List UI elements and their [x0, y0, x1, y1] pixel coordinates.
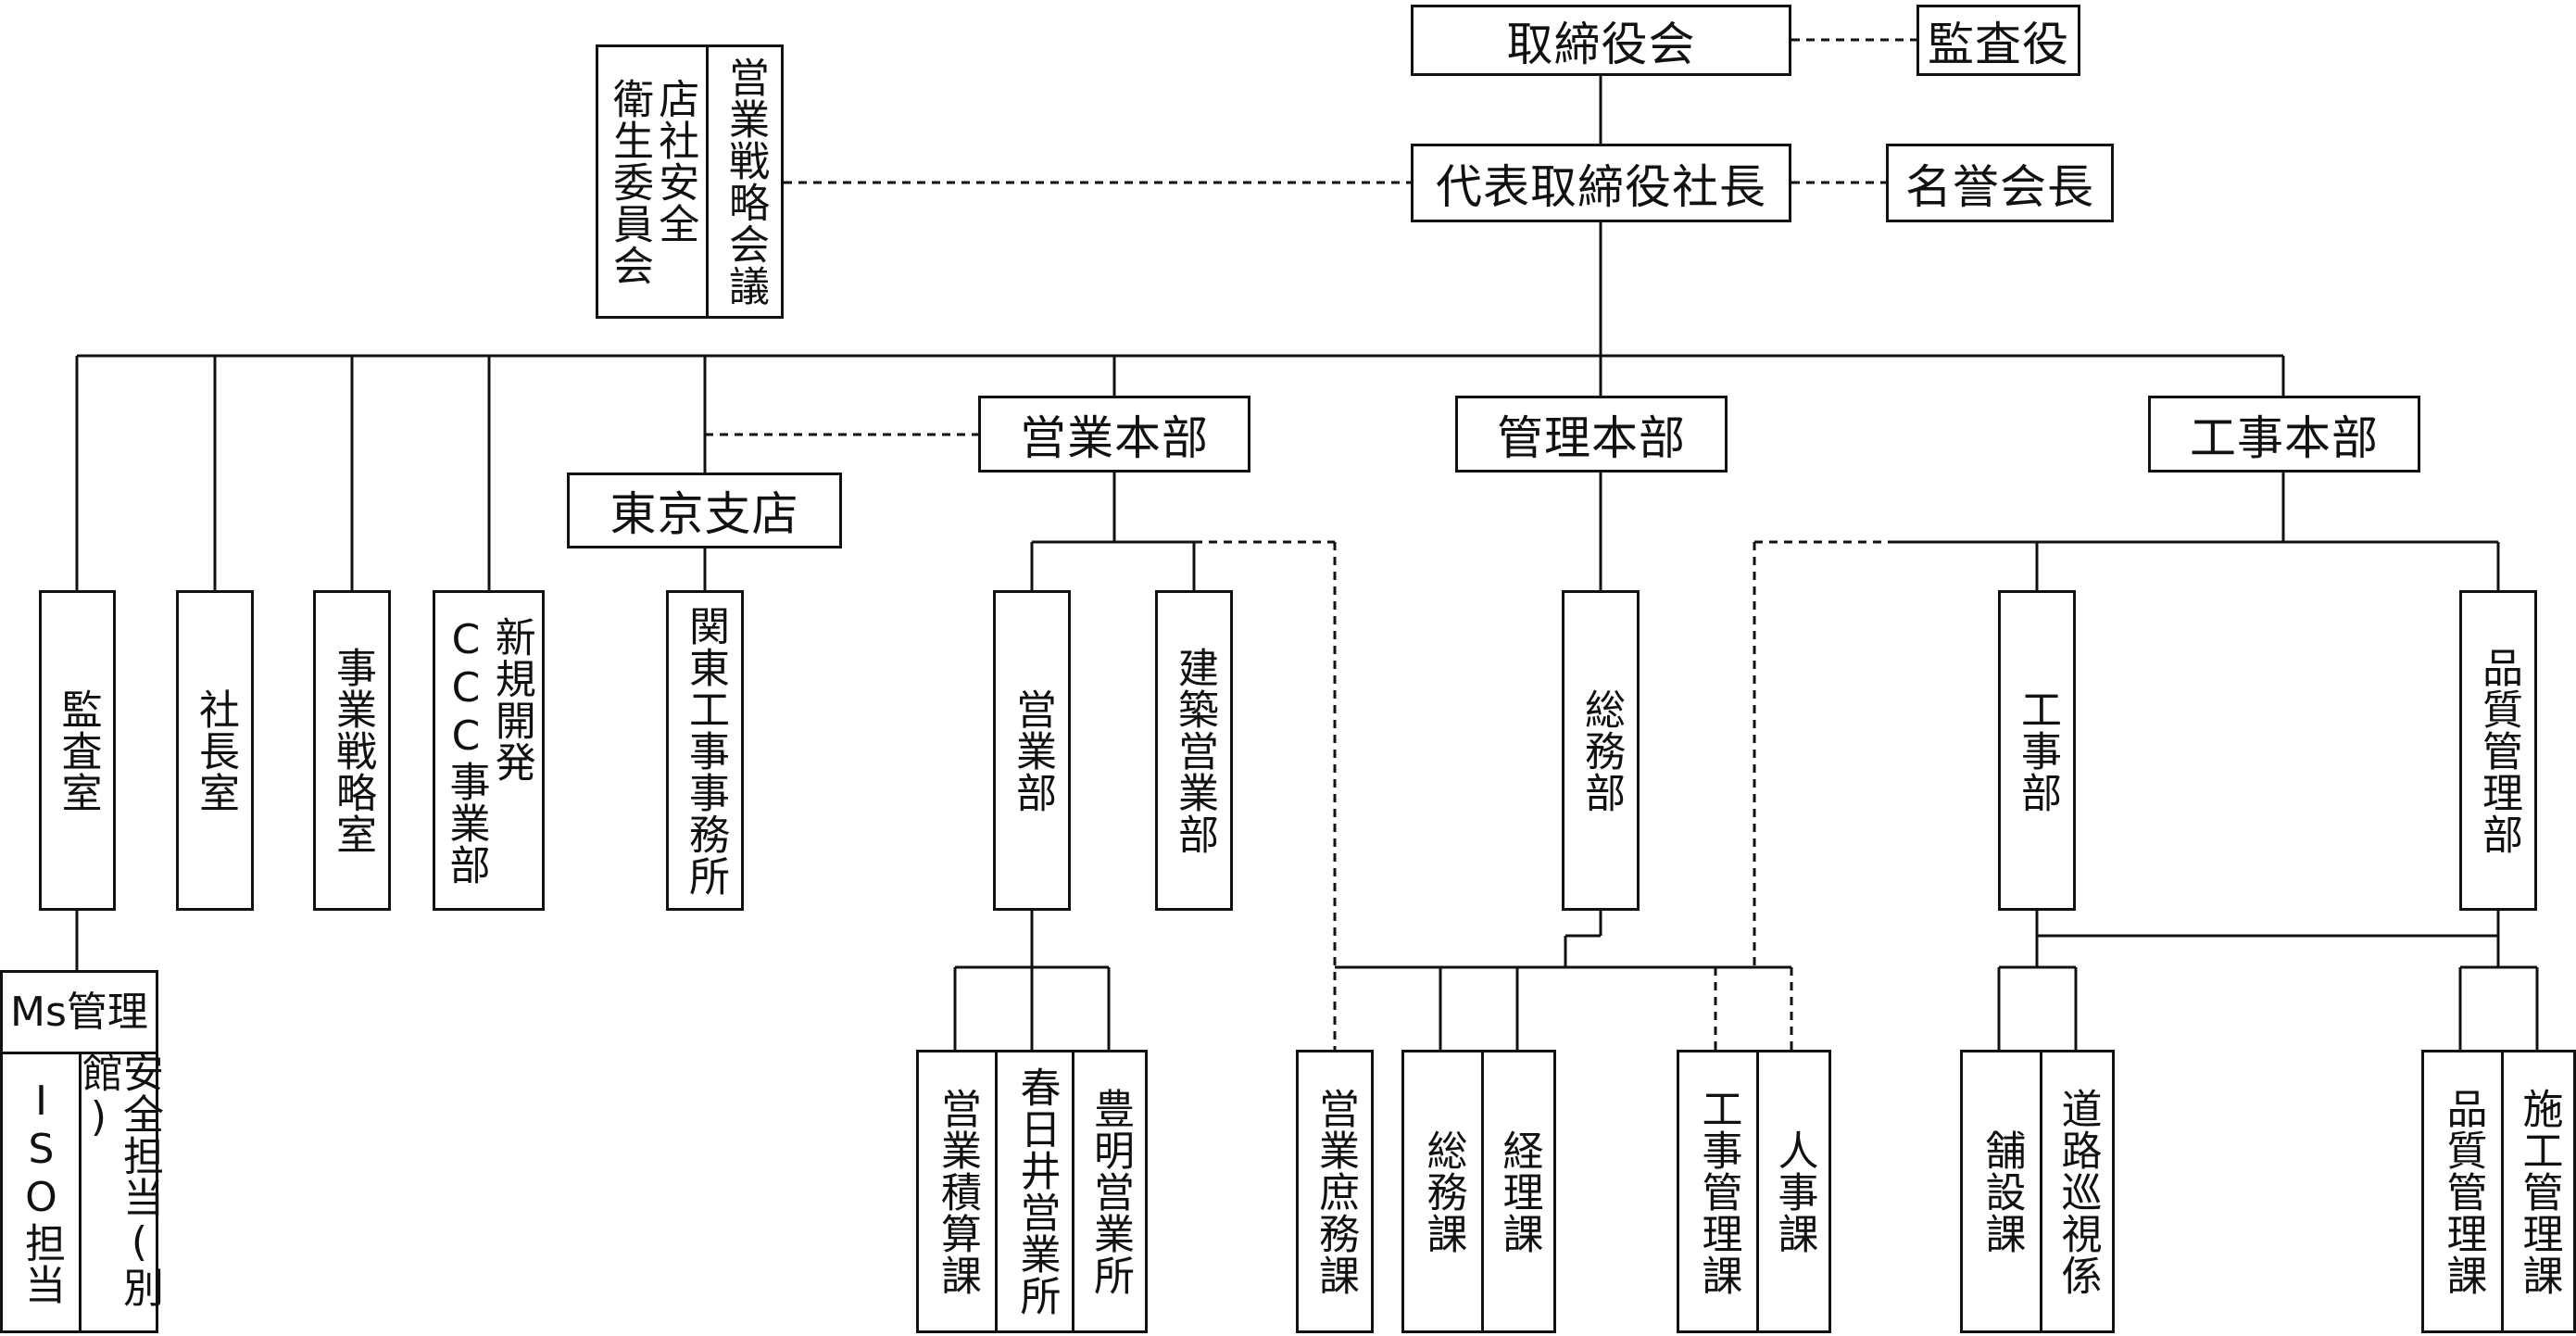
safety-officer: 安全担当(別館): [75, 1052, 163, 1330]
general-affairs-dept-label: 総務部: [1577, 687, 1625, 813]
admin-sections-group: 総務課 経理課: [1401, 1050, 1556, 1333]
execution-mgmt-label: 施工管理課: [2515, 1087, 2563, 1296]
ms-management-label: Ms管理: [10, 988, 148, 1036]
kanto-office: 関東工事事務所: [666, 590, 744, 911]
quality-mgmt-section: 品質管理課: [2424, 1052, 2501, 1330]
quality-dept-label: 品質管理部: [2475, 646, 2522, 855]
quality-dept: 品質管理部: [2459, 590, 2537, 911]
new-business-dept: 新規開発 CCC事業部: [433, 590, 545, 911]
business-strategy-label: 事業戦略室: [329, 646, 376, 855]
mgmt-personnel-group: 工事管理課 人事課: [1677, 1050, 1831, 1333]
sales-strategy-meeting-label: 営業戦略会議: [722, 57, 769, 307]
architecture-sales-label: 建築営業部: [1171, 646, 1218, 855]
safety-committee: 店社安全 衛生委員会: [598, 47, 706, 316]
execution-mgmt-section: 施工管理課: [2501, 1052, 2573, 1330]
road-patrol-section: 道路巡視係: [2040, 1052, 2112, 1330]
safety-committee-label: 店社安全 衛生委員会: [606, 77, 699, 286]
accounting-section: 経理課: [1481, 1052, 1553, 1330]
honorary-chairman-box: 名誉会長: [1886, 144, 2114, 222]
auditor-label: 監査役: [1928, 17, 2069, 71]
new-business-label: 新規開発 CCC事業部: [442, 615, 535, 886]
sales-estimation-section: 営業積算課: [919, 1052, 995, 1330]
kasugai-office: 春日井営業所: [995, 1052, 1074, 1330]
general-affairs-section: 総務課: [1404, 1052, 1481, 1330]
accounting-label: 経理課: [1495, 1128, 1543, 1254]
auditor-box: 監査役: [1916, 5, 2080, 76]
tokyo-branch: 東京支店: [567, 473, 842, 548]
audit-office: 監査室: [39, 590, 116, 911]
construction-hq-label: 工事本部: [2190, 410, 2379, 465]
sales-affairs-label: 営業庶務課: [1312, 1087, 1359, 1296]
ms-management-box: Ms管理 ISO担当 安全担当(別館): [0, 970, 163, 1333]
tokyo-branch-label: 東京支店: [609, 487, 799, 541]
sales-affairs-section: 営業庶務課: [1296, 1050, 1374, 1333]
toyoake-office-label: 豊明営業所: [1087, 1087, 1134, 1296]
kanto-office-label: 関東工事事務所: [682, 604, 729, 897]
safety-officer-label: 安全担当(別館): [75, 1052, 163, 1308]
councils-box: 店社安全 衛生委員会 営業戦略会議: [596, 44, 784, 319]
sales-dept: 営業部: [993, 590, 1071, 911]
ms-management-header: Ms管理: [3, 973, 156, 1054]
construction-dept: 工事部: [1998, 590, 2076, 911]
construction-mgmt-section: 工事管理課: [1679, 1052, 1756, 1330]
president-box: 代表取締役社長: [1411, 144, 1791, 222]
sales-estimation-label: 営業積算課: [934, 1087, 981, 1296]
sales-hq: 営業本部: [978, 396, 1250, 473]
construction-mgmt-label: 工事管理課: [1694, 1087, 1742, 1296]
admin-hq-label: 管理本部: [1497, 410, 1686, 465]
architecture-sales-dept: 建築営業部: [1155, 590, 1233, 911]
general-affairs-dept: 総務部: [1562, 590, 1640, 911]
sales-sections-group: 営業積算課 春日井営業所 豊明営業所: [916, 1050, 1148, 1333]
admin-hq: 管理本部: [1455, 396, 1728, 473]
sales-hq-label: 営業本部: [1020, 410, 1209, 465]
president-label: 代表取締役社長: [1436, 159, 1766, 214]
construction-sections-group: 舗設課 道路巡視係: [1960, 1050, 2115, 1333]
business-strategy-office: 事業戦略室: [313, 590, 391, 911]
sales-dept-label: 営業部: [1009, 687, 1056, 813]
general-affairs-label: 総務課: [1419, 1128, 1467, 1254]
personnel-section: 人事課: [1756, 1052, 1828, 1330]
road-patrol-label: 道路巡視係: [2054, 1087, 2102, 1296]
board-of-directors: 取締役会: [1411, 5, 1791, 76]
construction-hq: 工事本部: [2148, 396, 2420, 473]
audit-office-label: 監査室: [54, 687, 102, 813]
personnel-label: 人事課: [1770, 1128, 1818, 1254]
paving-label: 舗設課: [1978, 1128, 2026, 1254]
board-label: 取締役会: [1506, 17, 1696, 71]
quality-sections-group: 品質管理課 施工管理課: [2421, 1050, 2576, 1333]
toyoake-office: 豊明営業所: [1072, 1052, 1145, 1330]
honorary-chairman-label: 名誉会長: [1905, 159, 2094, 214]
president-office-label: 社長室: [192, 687, 239, 813]
kasugai-office-label: 春日井営業所: [1012, 1066, 1061, 1317]
iso-officer-label: ISO担当: [18, 1077, 65, 1305]
construction-dept-label: 工事部: [2014, 687, 2061, 813]
president-office: 社長室: [176, 590, 254, 911]
paving-section: 舗設課: [1963, 1052, 2040, 1330]
sales-strategy-meeting: 営業戦略会議: [706, 47, 781, 316]
quality-mgmt-label: 品質管理課: [2439, 1087, 2487, 1296]
iso-officer: ISO担当: [3, 1052, 79, 1330]
